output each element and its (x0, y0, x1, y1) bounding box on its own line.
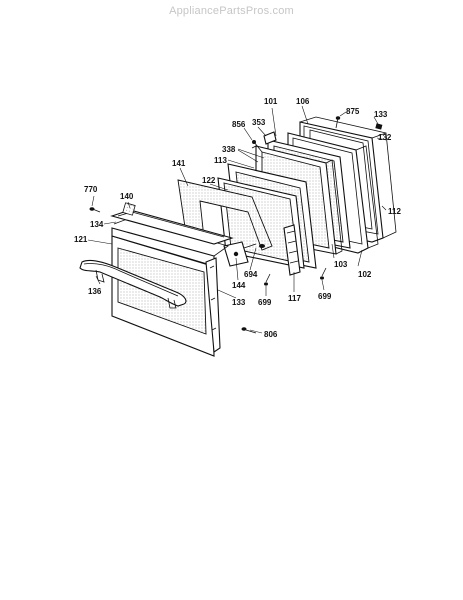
label-140: 140 (120, 192, 134, 201)
label-338: 338 (222, 145, 236, 154)
door-hinge-117 (283, 224, 301, 276)
screw-699-right (320, 267, 327, 280)
screw-806 (241, 327, 257, 334)
watermark: AppliancePartsPros.com (169, 5, 294, 17)
label-856: 856 (232, 120, 246, 129)
clip-133-top (375, 123, 383, 130)
leader-lines (87, 105, 387, 334)
screw-770 (89, 207, 101, 213)
label-699-right: 699 (318, 292, 332, 301)
label-122: 122 (202, 176, 216, 185)
clip-353 (263, 131, 277, 145)
label-694: 694 (244, 270, 258, 279)
label-113: 113 (214, 156, 227, 165)
door-handle (79, 259, 187, 309)
label-132: 132 (378, 133, 392, 142)
top-vent-trim (110, 202, 234, 245)
label-875: 875 (346, 107, 360, 116)
label-117: 117 (288, 294, 301, 303)
label-112: 112 (388, 207, 401, 216)
label-770: 770 (84, 185, 98, 194)
clip-856 (252, 140, 263, 153)
label-133-bottom: 133 (232, 298, 246, 307)
label-101: 101 (264, 97, 278, 106)
label-103: 103 (334, 260, 348, 269)
screw-699-left (264, 273, 271, 286)
label-102: 102 (358, 270, 372, 279)
label-121: 121 (74, 235, 88, 244)
label-353: 353 (252, 118, 266, 127)
label-133-top: 133 (374, 110, 388, 119)
label-144: 144 (232, 281, 246, 290)
label-134: 134 (90, 220, 104, 229)
hinge-bracket-144 (223, 241, 265, 267)
screw-875 (335, 116, 341, 129)
label-699-left: 699 (258, 298, 272, 307)
part-labels: 101 106 875 133 856 353 132 338 113 141 … (74, 97, 401, 339)
label-106: 106 (296, 97, 310, 106)
label-806: 806 (264, 330, 278, 339)
label-141: 141 (172, 159, 186, 168)
label-136: 136 (88, 287, 102, 296)
